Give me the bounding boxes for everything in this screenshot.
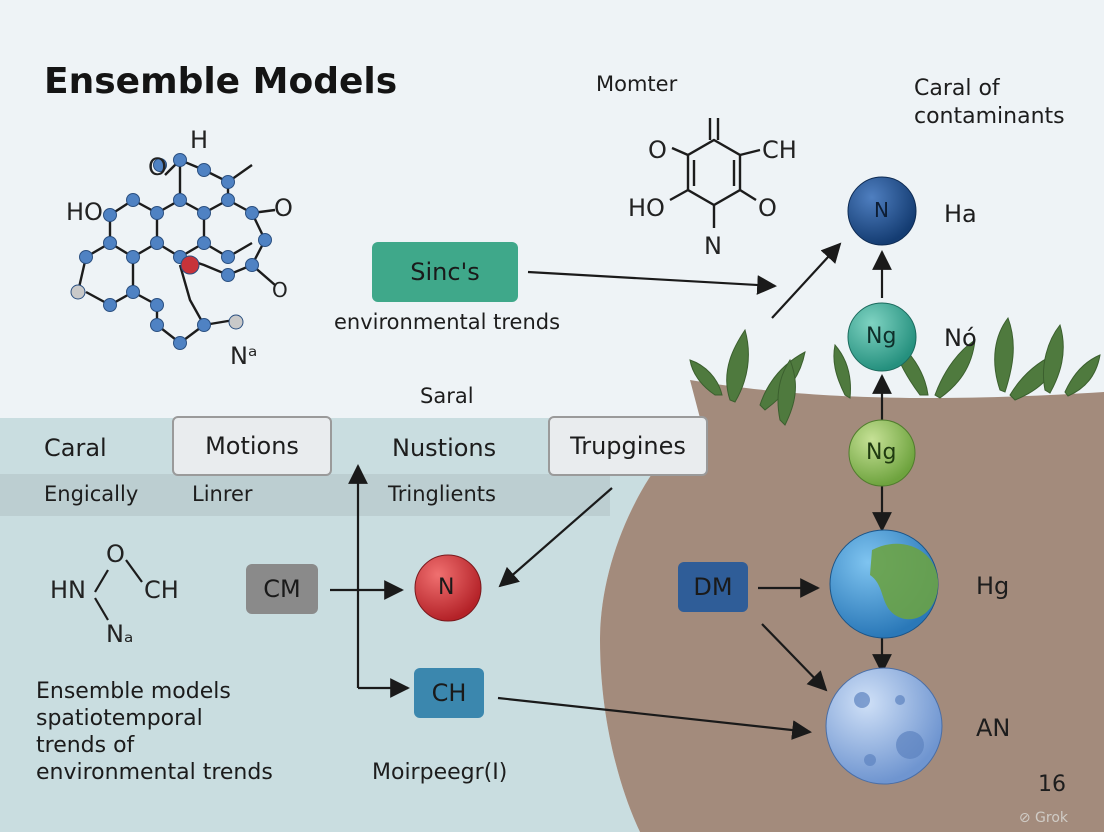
large-mol-na: Nᵃ: [230, 342, 258, 370]
description-line-4: environmental trends: [36, 760, 273, 785]
plants: [689, 316, 1101, 426]
large-mol-ho: HO: [66, 198, 103, 226]
monomer-o1: O: [648, 136, 667, 164]
large-mol-o1: O: [148, 153, 167, 181]
small-mol-ch: CH: [144, 576, 179, 604]
monomer-n: N: [704, 232, 722, 260]
an-sphere: [825, 667, 943, 785]
description-line-2: spatiotemporal: [36, 706, 203, 731]
ha-sphere: [847, 176, 917, 246]
motions-label: Motions: [205, 432, 299, 460]
small-mol-o: O: [106, 540, 125, 568]
row1-nustions: Nustions: [392, 434, 497, 462]
n-sphere-label: N: [438, 575, 455, 600]
page-number: 16: [1038, 772, 1066, 797]
monomer-ch: CH: [762, 136, 797, 164]
page-title: Ensemble Models: [44, 61, 398, 102]
ha-sphere-inner: N: [874, 198, 889, 222]
row2-tringlients: Tringlients: [388, 482, 496, 506]
sinc-box-label: Sinc's: [410, 258, 480, 286]
sinc-caption: environmental trends: [334, 310, 561, 334]
watermark-text: Grok: [1035, 810, 1068, 826]
cm-label: CM: [263, 575, 301, 603]
motions-box[interactable]: Motions: [172, 416, 332, 476]
trupgines-label: Trupgines: [570, 432, 686, 460]
description: Ensemble models spatiotemporal trends of…: [36, 678, 273, 786]
cm-box[interactable]: CM: [246, 564, 318, 614]
ng-sphere-inner: Ng: [866, 440, 897, 465]
watermark-icon: ⊘: [1018, 810, 1031, 826]
ch-label: CH: [431, 679, 467, 707]
small-molecule: [94, 559, 143, 621]
monomer-ring: [669, 118, 761, 228]
monomer-ho: HO: [628, 194, 665, 222]
large-mol-o2: O: [274, 194, 293, 222]
moirpeegr-label: Moirpeegr(I): [372, 760, 508, 785]
trupgines-box[interactable]: Trupgines: [548, 416, 708, 476]
dm-label: DM: [693, 573, 733, 601]
header-right-line2: contaminants: [914, 104, 1065, 129]
monomer-o2: O: [758, 194, 777, 222]
table-strip: [0, 474, 610, 516]
no-sphere-inner: Ng: [866, 324, 897, 349]
small-mol-hn: HN: [50, 576, 86, 604]
large-molecule-atoms: [70, 153, 272, 350]
arrows: [330, 242, 892, 740]
large-mol-o3: O: [272, 278, 288, 302]
sinc-box[interactable]: Sinc's: [372, 242, 518, 302]
dm-box[interactable]: DM: [678, 562, 748, 612]
ng-sphere: [848, 419, 916, 487]
row2-engically: Engically: [44, 482, 139, 506]
row2-linrer: Linrer: [192, 482, 253, 506]
an-sphere-label: AN: [976, 714, 1011, 742]
header-right-line1: Caral of: [914, 76, 1000, 101]
hg-sphere-label: Hg: [976, 572, 1010, 600]
description-line-3: trends of: [36, 733, 135, 758]
monomer-label: Momter: [596, 72, 678, 96]
n-sphere: [414, 554, 482, 622]
row1-caral: Caral: [44, 434, 107, 462]
ha-sphere-label: Ha: [944, 200, 977, 228]
an-craters: [854, 692, 924, 766]
hg-continent: [870, 543, 939, 620]
no-sphere-label: Nó: [944, 324, 977, 352]
ch-box[interactable]: CH: [414, 668, 484, 718]
small-mol-na: Nₐ: [106, 620, 134, 648]
saral-label: Saral: [420, 384, 474, 408]
watermark: ⊘ Grok: [1019, 810, 1068, 826]
no-sphere: [847, 302, 917, 372]
description-line-1: Ensemble models: [36, 679, 231, 704]
large-mol-h: H: [190, 126, 209, 154]
water-area: [0, 418, 700, 832]
